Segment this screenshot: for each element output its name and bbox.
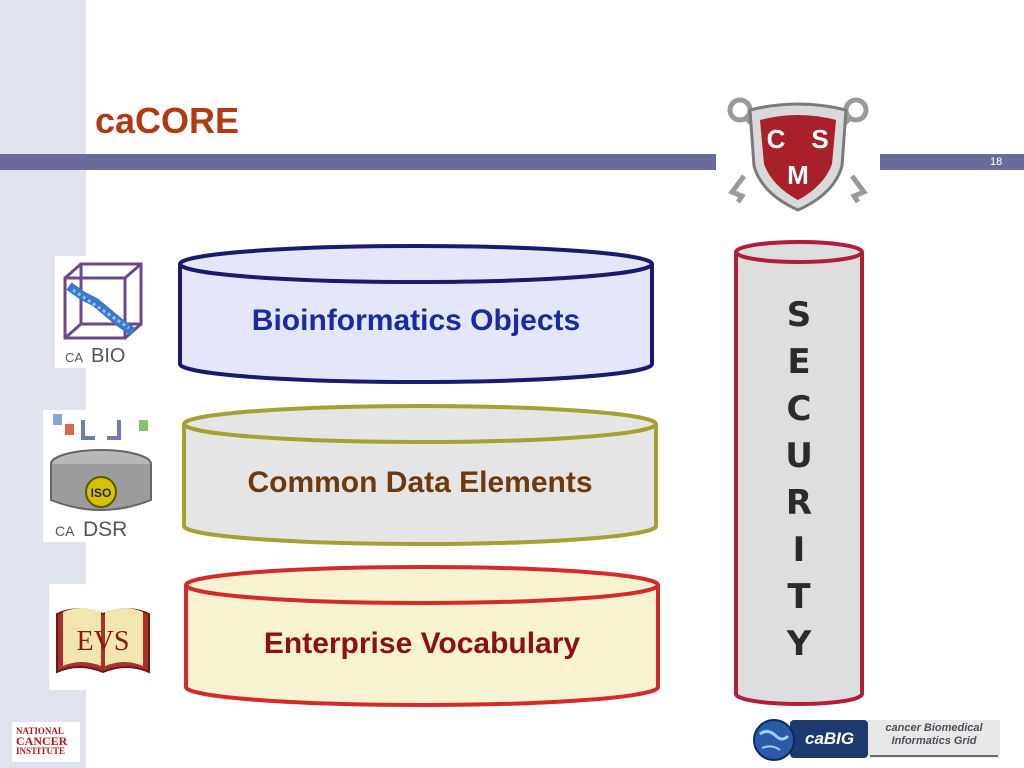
- cabig-tagline-line: cancer Biomedical: [885, 722, 983, 734]
- cabig-tagline: cancer Biomedical Informatics Grid: [872, 722, 996, 748]
- title-rule-right: [880, 154, 1024, 170]
- cabig-logo: [750, 714, 1006, 762]
- cadsr-prefix: CA: [55, 523, 75, 539]
- cadsr-logo: ISO CA DSR: [43, 410, 159, 542]
- cabig-tagline-line: Informatics Grid: [891, 735, 977, 747]
- iso-badge-text: ISO: [91, 486, 112, 500]
- nci-line: CANCER: [16, 734, 68, 748]
- cylinder-common-data-elements: Common Data Elements: [180, 402, 660, 548]
- cylinder-label-enterprise-vocab: Enterprise Vocabulary: [263, 627, 581, 660]
- cylinder-label-bioinformatics: Bioinformatics Objects: [251, 304, 581, 337]
- slide-title: caCORE: [95, 100, 240, 141]
- security-letter: I: [792, 530, 806, 570]
- security-letter: R: [785, 483, 813, 523]
- cabio-prefix: CA: [65, 350, 83, 365]
- evs-text: EVS: [77, 626, 130, 657]
- shield-letter-s: S: [811, 124, 828, 154]
- security-label: S E C U R I T Y: [736, 292, 862, 668]
- nci-logo: [12, 722, 80, 762]
- cabio-name: BIO: [91, 345, 125, 367]
- title-rule-left: [0, 154, 716, 170]
- nci-logo-text: NATIONAL CANCER INSTITUTE: [16, 727, 78, 756]
- cabig-wordmark: caBIG: [805, 729, 855, 748]
- csm-shield-logo: C S M: [724, 96, 872, 214]
- cadsr-name: DSR: [83, 518, 127, 541]
- cabio-logo: CA BIO: [55, 256, 151, 368]
- security-cylinder: [732, 238, 866, 708]
- cylinder-enterprise-vocabulary: Enterprise Vocabulary: [182, 563, 662, 709]
- security-letter: T: [787, 577, 811, 617]
- shield-letter-m: M: [787, 160, 809, 190]
- shield-letter-c: C: [767, 124, 786, 154]
- cylinder-label-common-data: Common Data Elements: [247, 466, 593, 499]
- nci-line: NATIONAL: [16, 726, 64, 736]
- security-letter: E: [787, 342, 811, 382]
- security-letter: S: [786, 295, 812, 335]
- data-transfer-icon: [53, 414, 148, 440]
- evs-book-logo: EVS: [49, 584, 157, 690]
- security-letter: U: [785, 436, 813, 476]
- cylinder-bioinformatics-objects: Bioinformatics Objects: [176, 242, 656, 386]
- page-number: 18: [990, 156, 1003, 168]
- security-letter: Y: [786, 624, 812, 664]
- nci-line: INSTITUTE: [16, 746, 66, 756]
- globe-icon: [753, 719, 795, 761]
- iso-badge-icon: [85, 476, 117, 508]
- security-letter: C: [786, 389, 812, 429]
